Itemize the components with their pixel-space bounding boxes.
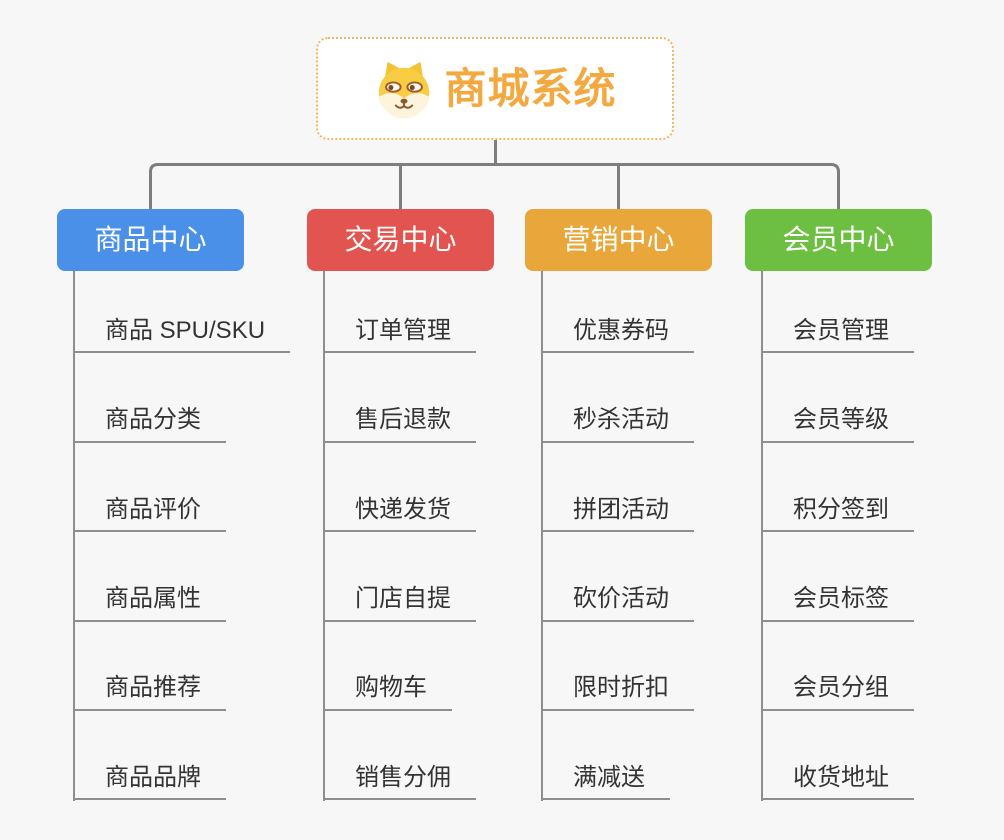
shiba-dog-icon — [379, 61, 430, 118]
leaf-item[interactable]: 商品推荐 — [73, 622, 317, 711]
branch-trade-center: 交易中心 订单管理 售后退款 快递发货 门店自提 购物车 销售分佣 — [307, 209, 567, 801]
leaf-item[interactable]: 拼团活动 — [541, 443, 785, 533]
branch-marketing-center: 营销中心 优惠券码 秒杀活动 拼团活动 砍价活动 限时折扣 满减送 — [525, 209, 785, 801]
leaf-item[interactable]: 购物车 — [323, 622, 567, 711]
leaf-item[interactable]: 商品 SPU/SKU — [73, 264, 317, 354]
leaf-item[interactable]: 售后退款 — [323, 353, 567, 443]
leaf-label: 砍价活动 — [541, 585, 694, 622]
leaf-list-marketing: 优惠券码 秒杀活动 拼团活动 砍价活动 限时折扣 满减送 — [541, 264, 785, 801]
leaf-list-trade: 订单管理 售后退款 快递发货 门店自提 购物车 销售分佣 — [323, 264, 567, 801]
leaf-item[interactable]: 收货地址 — [761, 711, 1004, 801]
leaf-label: 限时折扣 — [541, 674, 694, 711]
leaf-item[interactable]: 快递发货 — [323, 443, 567, 533]
leaf-item[interactable]: 商品分类 — [73, 353, 317, 443]
leaf-label: 拼团活动 — [541, 496, 694, 533]
branch-label: 商品中心 — [94, 224, 207, 255]
branch-member-center: 会员中心 会员管理 会员等级 积分签到 会员标签 会员分组 收货地址 — [745, 209, 1004, 801]
leaf-label: 积分签到 — [761, 496, 914, 533]
leaf-item[interactable]: 商品属性 — [73, 532, 317, 622]
branch-label: 会员中心 — [782, 224, 895, 255]
leaf-label: 秒杀活动 — [541, 406, 694, 443]
leaf-label: 会员管理 — [761, 317, 914, 354]
leaf-label: 会员分组 — [761, 674, 914, 711]
leaf-list-product: 商品 SPU/SKU 商品分类 商品评价 商品属性 商品推荐 商品品牌 — [73, 264, 317, 801]
leaf-item[interactable]: 商品品牌 — [73, 711, 317, 801]
leaf-label: 销售分佣 — [323, 764, 476, 801]
branch-product-center: 商品中心 商品 SPU/SKU 商品分类 商品评价 商品属性 商品推荐 商品品牌 — [57, 209, 317, 801]
leaf-label: 商品品牌 — [73, 764, 226, 801]
leaf-item[interactable]: 会员标签 — [761, 532, 1004, 622]
branch-label: 交易中心 — [344, 224, 457, 255]
leaf-item[interactable]: 会员分组 — [761, 622, 1004, 711]
leaf-label: 商品评价 — [73, 496, 226, 533]
leaf-item[interactable]: 门店自提 — [323, 532, 567, 622]
branch-label: 营销中心 — [562, 224, 675, 255]
leaf-item[interactable]: 商品评价 — [73, 443, 317, 533]
leaf-item[interactable]: 会员等级 — [761, 353, 1004, 443]
leaf-label: 商品推荐 — [73, 674, 226, 711]
leaf-item[interactable]: 限时折扣 — [541, 622, 785, 711]
leaf-label: 售后退款 — [323, 406, 476, 443]
leaf-label: 会员标签 — [761, 585, 914, 622]
branch-node-product-center[interactable]: 商品中心 — [57, 209, 244, 271]
leaf-label: 收货地址 — [761, 764, 914, 801]
leaf-label: 满减送 — [541, 764, 670, 801]
leaf-label: 优惠券码 — [541, 317, 694, 354]
leaf-item[interactable]: 会员管理 — [761, 264, 1004, 354]
branch-node-trade-center[interactable]: 交易中心 — [307, 209, 494, 271]
root-title: 商城系统 — [444, 64, 617, 112]
leaf-label: 商品 SPU/SKU — [73, 317, 291, 354]
leaf-label: 购物车 — [323, 674, 452, 711]
leaf-label: 门店自提 — [323, 585, 476, 622]
root-node[interactable]: 商城系统 — [316, 37, 674, 140]
leaf-label: 商品分类 — [73, 406, 226, 443]
leaf-label: 快递发货 — [323, 496, 476, 533]
leaf-item[interactable]: 积分签到 — [761, 443, 1004, 533]
leaf-item[interactable]: 满减送 — [541, 711, 785, 801]
branch-node-marketing-center[interactable]: 营销中心 — [525, 209, 712, 271]
branch-node-member-center[interactable]: 会员中心 — [745, 209, 932, 271]
leaf-item[interactable]: 优惠券码 — [541, 264, 785, 354]
leaf-item[interactable]: 销售分佣 — [323, 711, 567, 801]
leaf-label: 会员等级 — [761, 406, 914, 443]
leaf-item[interactable]: 砍价活动 — [541, 532, 785, 622]
leaf-label: 订单管理 — [323, 317, 476, 354]
leaf-item[interactable]: 秒杀活动 — [541, 353, 785, 443]
leaf-list-member: 会员管理 会员等级 积分签到 会员标签 会员分组 收货地址 — [761, 264, 1004, 801]
leaf-item[interactable]: 订单管理 — [323, 264, 567, 354]
leaf-label: 商品属性 — [73, 585, 226, 622]
